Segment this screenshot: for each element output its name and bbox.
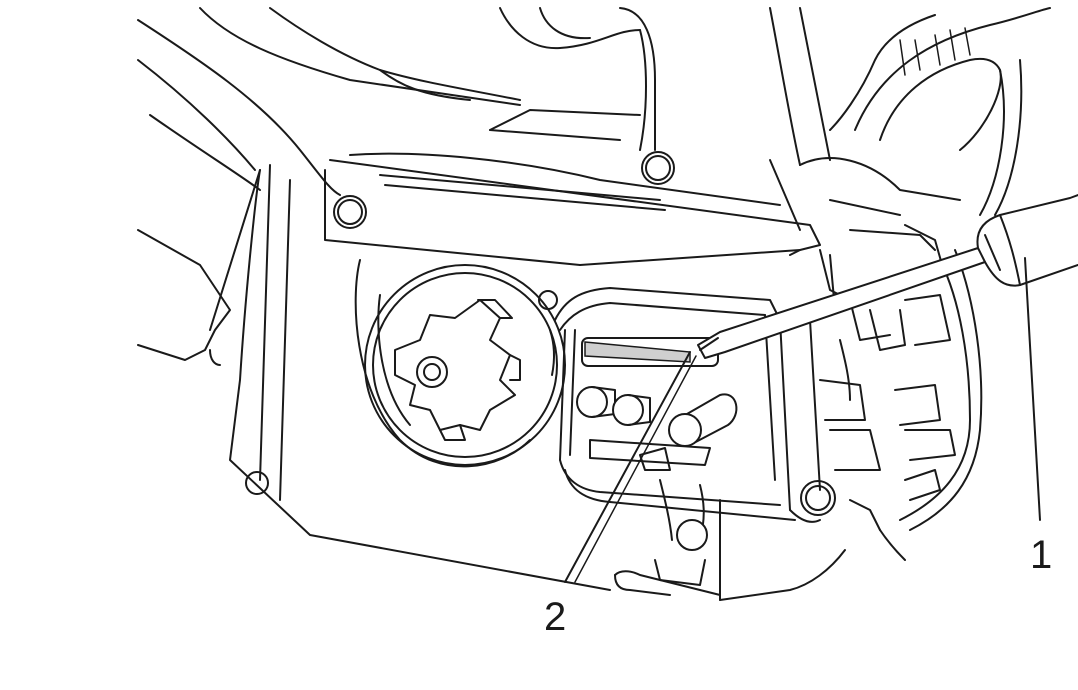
sprocket [354, 259, 566, 468]
leader-line-1 [1024, 257, 1041, 521]
pin-middle [612, 394, 651, 426]
callout-number-adjusting-slot: 2 [544, 595, 566, 639]
upper-housing [137, 7, 1051, 216]
leader-line-2 [564, 351, 697, 583]
chain-cover [137, 151, 836, 591]
pin-left [576, 386, 616, 418]
adjusting-slot-highlight [584, 341, 691, 363]
rear-housing [799, 157, 983, 561]
pin-right [668, 393, 738, 447]
tensioner-block [554, 287, 846, 601]
screwdriver [697, 194, 1078, 359]
callout-number-screwdriver: 1 [1030, 533, 1052, 577]
